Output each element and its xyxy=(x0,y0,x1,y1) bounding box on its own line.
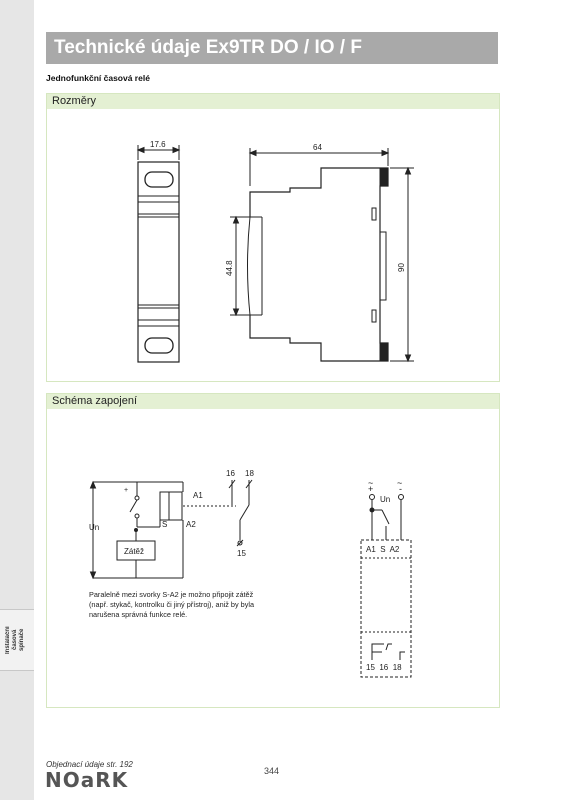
wiring-section: Schéma zapojení xyxy=(46,393,500,708)
ac-symbol-right: ~ xyxy=(397,478,402,488)
dim-rail-height: 44.8 xyxy=(225,260,234,276)
load-label: Zátěž xyxy=(124,547,144,556)
wiring-heading: Schéma zapojení xyxy=(52,395,137,407)
order-note[interactable]: Objednací údaje str. 192 xyxy=(46,760,133,769)
terminals-bottom: 15 16 18 xyxy=(366,663,402,672)
ac-symbol-left: ~ xyxy=(368,478,373,488)
dim-height: 90 xyxy=(397,263,406,272)
plus-sign-left: + xyxy=(124,487,128,494)
plus-sign-right: + xyxy=(368,484,373,494)
terminals-top: A1 S A2 xyxy=(366,545,400,554)
wiring-note: Paralelně mezi svorky S-A2 je možno přip… xyxy=(89,590,255,619)
term-a1: A1 xyxy=(193,491,203,500)
left-wiring xyxy=(89,479,253,580)
term-a2: A2 xyxy=(186,520,196,529)
sidebar-tab-installation[interactable]: Instalační časová spínače xyxy=(0,609,34,671)
title-bar: Technické údaje Ex9TR DO / IO / F xyxy=(46,32,498,64)
dim-depth: 64 xyxy=(313,143,322,152)
label-un-left: Un xyxy=(89,523,99,532)
front-view xyxy=(136,145,181,363)
page-title: Technické údaje Ex9TR DO / IO / F xyxy=(54,37,362,58)
contact-16: 16 xyxy=(226,469,235,478)
dimensions-section: Rozměry xyxy=(46,93,500,382)
dimensions-header: Rozměry xyxy=(47,94,499,109)
brand-logo: NOaRK xyxy=(45,768,129,792)
minus-sign-right: - xyxy=(399,484,402,494)
page-number: 344 xyxy=(264,766,280,776)
contact-15: 15 xyxy=(237,549,246,558)
label-un-right: Un xyxy=(380,495,390,504)
contact-18: 18 xyxy=(245,469,254,478)
right-wiring xyxy=(360,494,412,678)
side-view xyxy=(230,148,414,363)
dim-width-front: 17.6 xyxy=(150,140,166,149)
wiring-header: Schéma zapojení xyxy=(47,394,499,409)
term-s: S xyxy=(162,520,167,529)
dimensions-heading: Rozměry xyxy=(52,95,97,107)
page-subtitle: Jednofunkční časová relé xyxy=(46,73,150,83)
